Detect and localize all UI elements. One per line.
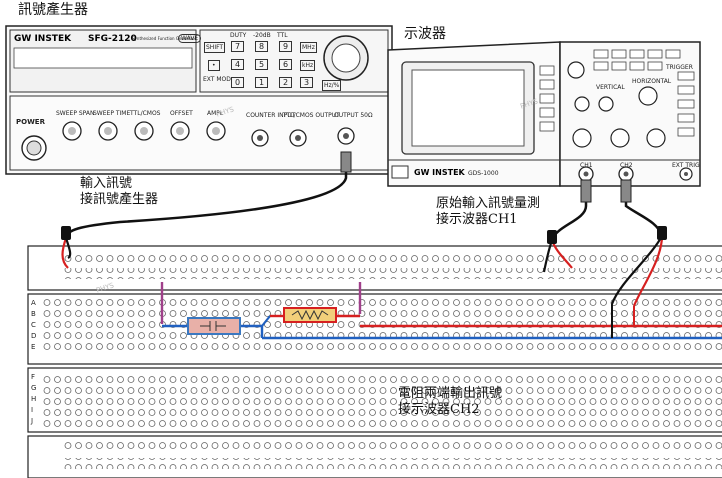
row-letter-c: C bbox=[31, 320, 39, 331]
ch1-note-line1: 原始輸入訊號量測 bbox=[436, 196, 540, 212]
key-2[interactable]: 2 bbox=[279, 77, 292, 88]
key-4[interactable]: 4 bbox=[231, 59, 244, 70]
key-8[interactable]: 8 bbox=[255, 41, 268, 52]
horizontal-label: HORIZONTAL bbox=[632, 78, 671, 85]
row-letters-bottom: F G H I J bbox=[31, 372, 39, 427]
output-label-ttl: TTL/CMOS OUTPUT bbox=[283, 112, 340, 119]
row-letter-g: G bbox=[31, 383, 39, 394]
output-bnc[interactable] bbox=[338, 128, 354, 144]
breadboard bbox=[28, 246, 722, 478]
ch2-bnc[interactable] bbox=[619, 167, 633, 181]
row-letter-f: F bbox=[31, 372, 39, 383]
power-label: POWER bbox=[16, 118, 45, 126]
generator-brand: GW INSTEK bbox=[14, 34, 71, 44]
row-letter-d: D bbox=[31, 331, 39, 342]
row-letter-h: H bbox=[31, 394, 39, 405]
ext-trig-bnc[interactable] bbox=[680, 168, 692, 180]
key-mhz[interactable]: MHz bbox=[300, 42, 317, 53]
key-label-duty: DUTY bbox=[230, 32, 246, 39]
vertical-label: VERTICAL bbox=[596, 84, 625, 91]
knob-label-sweep-span: SWEEP SPAN bbox=[56, 110, 94, 117]
knob-label-ttl-cmos: TTL/CMOS bbox=[130, 110, 161, 117]
ch1-bnc[interactable] bbox=[579, 167, 593, 181]
row-letters-top: A B C D E bbox=[31, 298, 39, 353]
input-note-line1: 輸入訊號 bbox=[80, 176, 158, 192]
key-khz[interactable]: kHz bbox=[300, 60, 315, 71]
oscilloscope-brand: GW INSTEK bbox=[414, 168, 465, 177]
key-7[interactable]: 7 bbox=[231, 41, 244, 52]
ch1-note-line2: 接示波器CH1 bbox=[436, 212, 540, 228]
input-note: 輸入訊號 接訊號產生器 bbox=[80, 176, 158, 209]
ext-trig-label: EXT TRIG bbox=[672, 162, 700, 169]
key-6[interactable]: 6 bbox=[279, 59, 292, 70]
generator-title: 訊號產生器 bbox=[18, 2, 88, 20]
counter-input-bnc[interactable] bbox=[252, 130, 268, 146]
key-1[interactable]: 1 bbox=[255, 77, 268, 88]
key-dot[interactable]: • bbox=[208, 60, 220, 71]
key-ext-mod[interactable]: EXT MOD bbox=[203, 76, 231, 83]
wave-button[interactable]: WAVE bbox=[178, 34, 201, 43]
function-generator bbox=[6, 26, 392, 174]
key-label-20db: -20dB bbox=[253, 32, 271, 39]
key-label-ttl: TTL bbox=[277, 32, 288, 39]
generator-knob-ampl[interactable] bbox=[207, 122, 225, 140]
row-letter-e: E bbox=[31, 342, 39, 353]
knob-label-sweep-time: SWEEP TIME bbox=[93, 110, 130, 117]
key-0[interactable]: 0 bbox=[231, 77, 244, 88]
ch2-label: CH2 bbox=[620, 162, 633, 169]
ch1-note: 原始輸入訊號量測 接示波器CH1 bbox=[436, 196, 540, 229]
row-letter-j: J bbox=[31, 416, 39, 427]
generator-knob-sweep-time[interactable] bbox=[99, 122, 117, 140]
key-shift[interactable]: SHIFT bbox=[204, 42, 225, 53]
ttl-output-bnc[interactable] bbox=[290, 130, 306, 146]
trigger-label: TRIGGER bbox=[666, 64, 693, 71]
generator-knob-ttl-cmos[interactable] bbox=[135, 122, 153, 140]
ch2-note-line2: 接示波器CH2 bbox=[398, 402, 502, 418]
oscilloscope-model: GDS-1000 bbox=[468, 170, 499, 177]
ch2-note-line1: 電阻兩端輸出訊號 bbox=[398, 386, 502, 402]
ch1-label: CH1 bbox=[580, 162, 593, 169]
generator-knob-offset[interactable] bbox=[171, 122, 189, 140]
key-9[interactable]: 9 bbox=[279, 41, 292, 52]
row-letter-a: A bbox=[31, 298, 39, 309]
generator-knob-sweep-span[interactable] bbox=[63, 122, 81, 140]
key-3[interactable]: 3 bbox=[300, 77, 313, 88]
ch2-note: 電阻兩端輸出訊號 接示波器CH2 bbox=[398, 386, 502, 419]
row-letter-i: I bbox=[31, 405, 39, 416]
key-hz[interactable]: Hz/% bbox=[322, 80, 341, 91]
key-5[interactable]: 5 bbox=[255, 59, 268, 70]
generator-model: SFG-2120 bbox=[88, 34, 137, 44]
row-letter-b: B bbox=[31, 309, 39, 320]
input-note-line2: 接訊號產生器 bbox=[80, 192, 158, 208]
output-label-main: OUTPUT 50Ω bbox=[334, 112, 373, 119]
oscilloscope-title: 示波器 bbox=[404, 26, 446, 44]
knob-label-offset: OFFSET bbox=[170, 110, 193, 117]
oscilloscope bbox=[388, 42, 700, 186]
